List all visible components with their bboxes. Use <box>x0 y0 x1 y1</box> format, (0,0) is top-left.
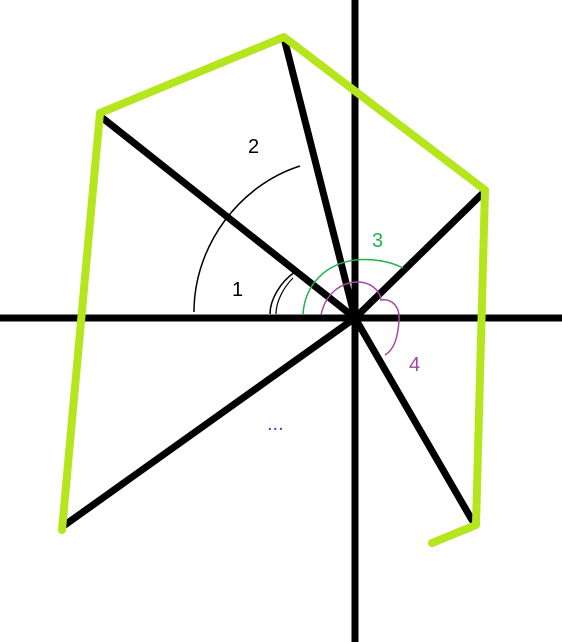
ray-up <box>280 34 359 322</box>
angle-label-4: 4 <box>409 354 420 376</box>
ellipsis-label: ... <box>267 413 284 435</box>
angle-label-2: 2 <box>248 136 259 158</box>
connecting-polyline <box>58 33 489 547</box>
angle-arc-4 <box>320 281 400 356</box>
ray-lower-left <box>58 314 359 531</box>
angle-arc-1-inner <box>275 277 294 315</box>
angle-arc-1 <box>269 271 296 315</box>
angle-arc-2 <box>193 165 301 313</box>
ray-lower-right <box>351 314 476 524</box>
rays <box>58 34 487 531</box>
angle-arc-3 <box>302 258 404 315</box>
angle-label-3: 3 <box>372 230 383 252</box>
angle-label-1: 1 <box>232 279 243 301</box>
ray-upper-right <box>351 189 487 322</box>
